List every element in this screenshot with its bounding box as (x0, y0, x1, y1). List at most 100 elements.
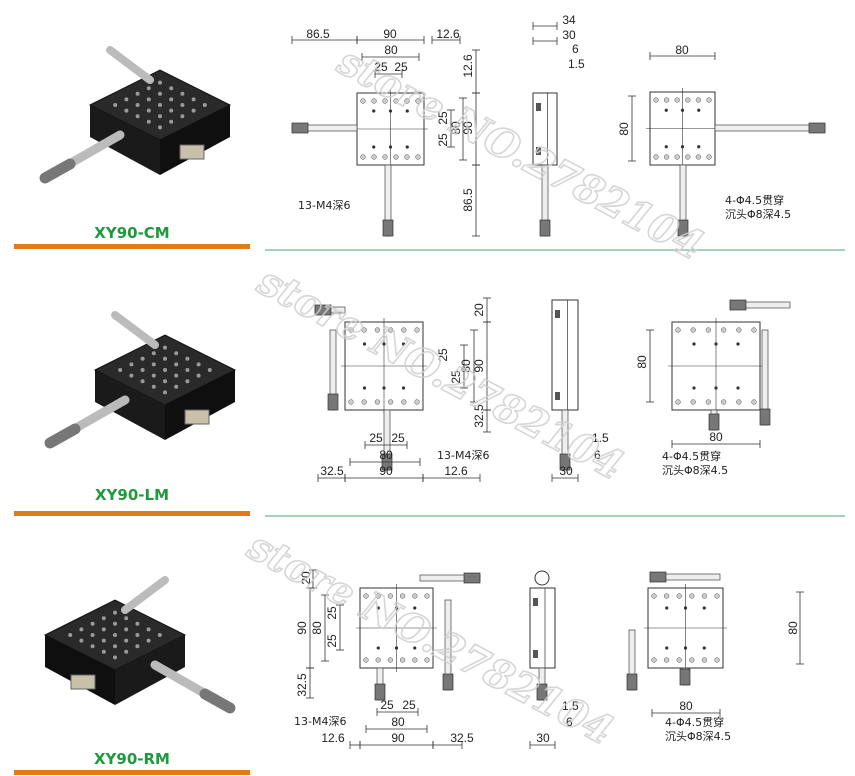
thread-hole (697, 108, 701, 112)
thread-hole (697, 145, 701, 149)
screw-hole (113, 103, 118, 107)
screw-hole (169, 97, 174, 102)
screw-hole (146, 97, 151, 102)
dim-label: 6 (594, 448, 601, 462)
mounting-hole (663, 593, 670, 599)
mounting-hole (414, 399, 420, 405)
mounting-hole (674, 154, 680, 160)
micrometer (106, 46, 154, 84)
dim-label: 25 (436, 348, 450, 362)
mounting-hole (701, 657, 708, 663)
mounting-hole (387, 327, 394, 333)
screw-hole (158, 91, 162, 96)
thread-note: 13-M4深6 (437, 449, 489, 462)
micrometer-barrel (714, 124, 826, 132)
screw-hole (135, 621, 140, 626)
mounting-hole (399, 657, 406, 663)
mounting-hole (653, 154, 659, 160)
mounting-hole (387, 399, 394, 405)
screw-hole (140, 379, 145, 384)
mounting-hole (401, 399, 407, 405)
micrometer-knob (708, 413, 720, 431)
mounting-hole (375, 593, 381, 599)
mounting-hole (374, 327, 381, 333)
mounting-hole (412, 593, 418, 599)
mounting-hole (685, 97, 691, 103)
micrometer-knob (536, 683, 548, 701)
micrometer-knob (729, 299, 747, 311)
screw-hole (118, 368, 123, 372)
hole-note: 沉头Φ8深4.5 (665, 730, 731, 743)
screw-hole (174, 384, 179, 389)
thread-hole (413, 646, 417, 650)
thread-hole (736, 342, 740, 346)
screw-hole (101, 649, 106, 654)
screw-hole (158, 103, 162, 107)
screw-hole (124, 616, 129, 621)
thread-hole (664, 108, 668, 112)
screw-hole (90, 633, 95, 637)
model-underline (14, 770, 250, 775)
screw-hole (151, 384, 156, 389)
model-underline (14, 244, 250, 249)
screw-hole (140, 368, 145, 372)
thread-hole (405, 145, 409, 149)
thread-hole (665, 606, 669, 610)
dim-label: 90 (295, 621, 309, 635)
thread-hole (372, 109, 376, 113)
screw-hole (146, 627, 151, 632)
thread-hole (376, 646, 380, 650)
row1-dimensions: 86.5 90 12.6 80 25 25 12.6 90 80 25 25 8… (298, 13, 791, 221)
micrometer-end (534, 570, 550, 586)
screw-hole (163, 345, 167, 350)
dim-label: 80 (786, 621, 800, 635)
mounting-hole (705, 399, 712, 405)
thread-hole (372, 145, 376, 149)
screw-hole (202, 103, 207, 107)
hole-note: 4-Φ4.5贯穿 (725, 193, 784, 207)
thread-hole (664, 145, 668, 149)
thread-hole (683, 646, 688, 650)
dim-label: 12.6 (321, 731, 345, 745)
side-slot (536, 147, 541, 155)
dim-label: 12.6 (436, 27, 460, 41)
mounting-hole (676, 593, 682, 599)
lock-clamp (179, 144, 205, 160)
thread-hole (394, 606, 399, 610)
screw-hole (135, 91, 140, 96)
mounting-hole (675, 327, 681, 333)
dim-label: 30 (559, 464, 573, 478)
mounting-hole (363, 657, 369, 663)
side-slot (555, 392, 560, 400)
hole-note: 沉头Φ8深4.5 (662, 464, 728, 477)
micrometer-knob (626, 673, 638, 691)
mounting-hole (393, 98, 399, 104)
dim-label: 25 (402, 698, 416, 712)
screw-hole (180, 103, 185, 107)
screw-hole (207, 368, 212, 372)
mounting-hole (404, 98, 410, 104)
dim-label: 20 (472, 303, 486, 317)
screw-hole (135, 103, 140, 107)
thread-hole (362, 342, 367, 346)
mounting-hole (387, 593, 394, 599)
mounting-hole (371, 98, 377, 104)
stage-side (45, 635, 115, 705)
screw-hole (79, 627, 84, 632)
screw-hole (129, 373, 134, 378)
dim-label: 34 (562, 13, 576, 27)
dim-label: 25 (325, 634, 339, 648)
thread-hole (401, 342, 406, 346)
thread-hole (692, 386, 696, 390)
screw-hole (90, 621, 95, 626)
dim-label: 25 (369, 431, 383, 445)
screw-hole (124, 649, 129, 654)
screw-hole (113, 633, 117, 637)
hole-note: 4-Φ4.5贯穿 (665, 715, 724, 729)
dim-label: 25 (374, 60, 388, 74)
micrometer-knob (759, 408, 771, 426)
screw-hole (135, 644, 140, 649)
mounting-hole (689, 593, 695, 599)
dim-label: 86.5 (461, 188, 475, 212)
mounting-hole (720, 399, 727, 405)
